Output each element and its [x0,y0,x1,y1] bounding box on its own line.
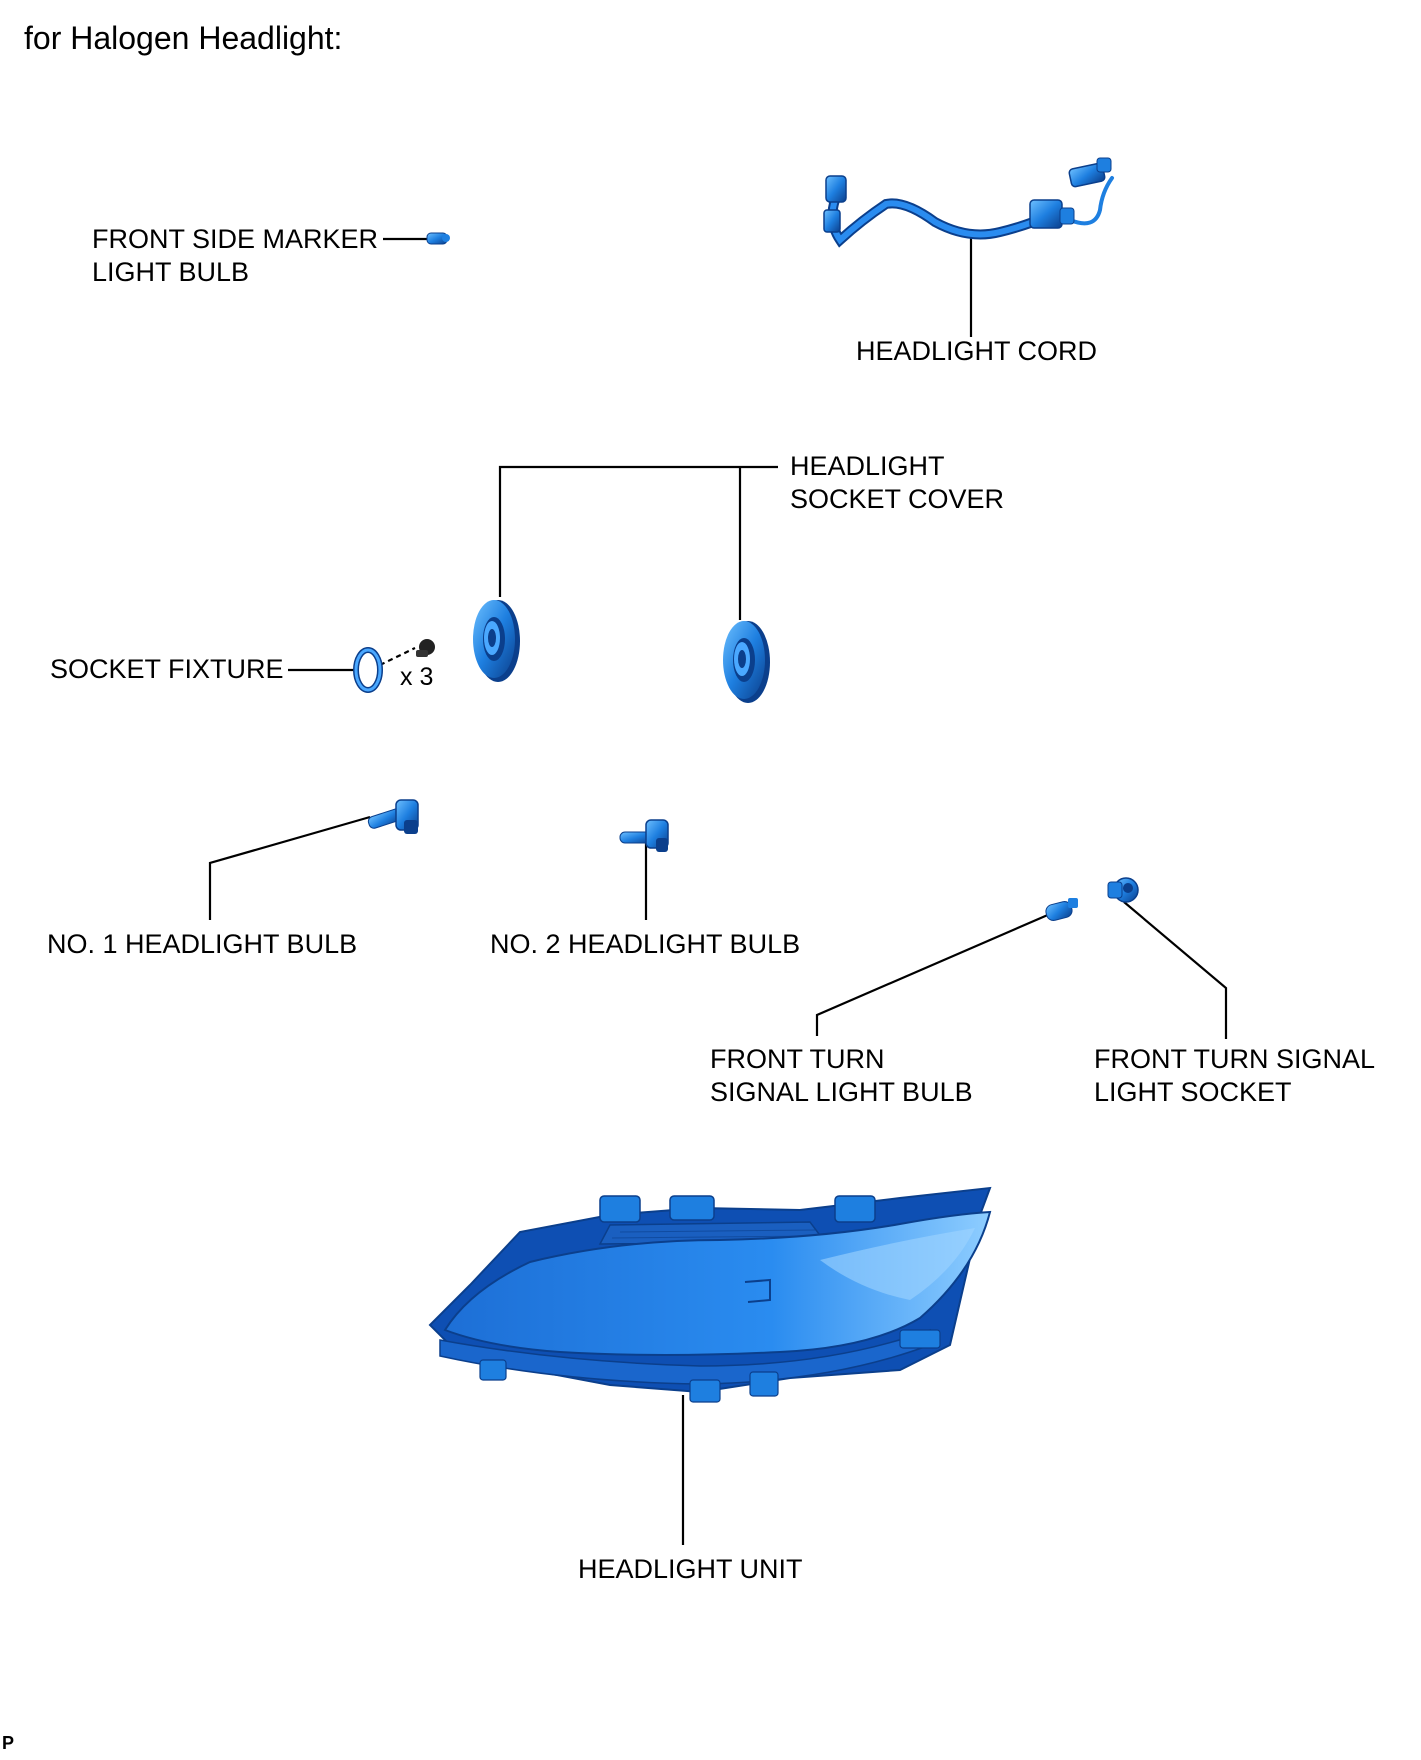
label-side-marker-line2: LIGHT BULB [92,257,250,287]
label-socket-cover-line2: SOCKET COVER [790,484,1005,514]
footer-code: P [2,1733,15,1753]
page-title: for Halogen Headlight: [24,20,343,56]
fixture-screw-icon [416,639,435,657]
fixture-screw-dashline [379,647,416,666]
turn-signal-bulb-icon [1045,898,1078,921]
leader-turn-bulb [815,912,1051,1036]
label-socket-cover: HEADLIGHT SOCKET COVER [790,450,1004,516]
label-fixture-quantity: x 3 [400,663,434,691]
turn-signal-socket-icon [1107,877,1139,903]
leader-lines [208,236,1228,1545]
label-turn-bulb: FRONT TURN SIGNAL LIGHT BULB [710,1043,973,1109]
label-socket-cover-line1: HEADLIGHT [790,451,945,481]
label-no2-bulb: NO. 2 HEADLIGHT BULB [490,929,801,959]
leader-no1-bulb [208,815,371,920]
no1-headlight-bulb-icon [367,799,419,834]
label-socket-fixture: SOCKET FIXTURE [50,654,284,684]
headlight-unit-icon [428,1186,992,1403]
label-turn-socket-line2: LIGHT SOCKET [1094,1077,1292,1107]
headlight-cord-icon [823,157,1114,248]
label-headlight-cord: HEADLIGHT CORD [856,336,1098,366]
label-no1-bulb: NO. 1 HEADLIGHT BULB [47,929,358,959]
socket-cover-icon-right [723,621,770,703]
label-turn-socket: FRONT TURN SIGNAL LIGHT SOCKET [1094,1043,1375,1109]
no2-headlight-bulb-icon [619,819,669,852]
socket-cover-icon-left [473,600,520,682]
leader-socket-cover-a [498,465,778,597]
label-side-marker-line1: FRONT SIDE MARKER [92,224,379,254]
label-turn-bulb-line2: SIGNAL LIGHT BULB [710,1077,973,1107]
side-marker-bulb-icon [426,232,450,245]
label-headlight-unit: HEADLIGHT UNIT [578,1554,803,1584]
label-turn-bulb-line1: FRONT TURN [710,1044,885,1074]
socket-fixture-icon [353,647,383,693]
label-turn-socket-line1: FRONT TURN SIGNAL [1094,1044,1376,1074]
label-side-marker-bulb: FRONT SIDE MARKER LIGHT BULB [92,223,378,289]
leader-turn-socket [1123,901,1228,1039]
